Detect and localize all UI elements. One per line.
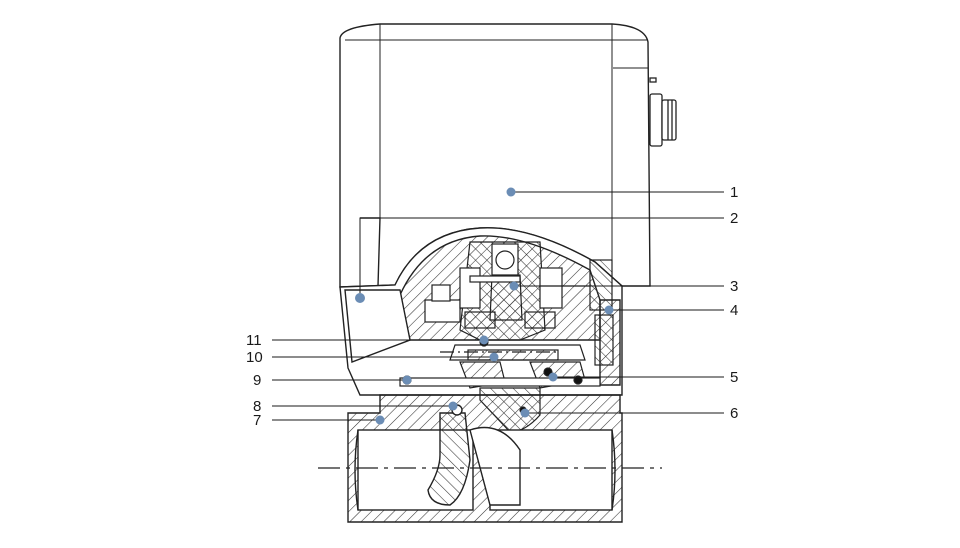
callout-4-marker bbox=[604, 305, 614, 315]
callout-1-label: 1 bbox=[730, 184, 738, 201]
callout-6-marker bbox=[520, 408, 530, 418]
cable-gland bbox=[649, 77, 677, 147]
callout-3: 3 bbox=[509, 278, 738, 295]
callout-7-marker bbox=[375, 415, 385, 425]
callout-5-marker bbox=[548, 372, 558, 382]
callout-11: 11 bbox=[246, 332, 489, 349]
callout-10: 10 bbox=[246, 349, 499, 366]
internal-mechanism bbox=[399, 241, 614, 433]
callout-7-label: 7 bbox=[253, 412, 261, 429]
callout-4: 4 bbox=[604, 302, 738, 319]
callout-5: 5 bbox=[548, 369, 738, 386]
callout-8: 8 bbox=[253, 398, 458, 415]
callout-11-marker bbox=[479, 335, 489, 345]
callout-2: 2 bbox=[355, 210, 738, 303]
callout-9: 9 bbox=[253, 372, 412, 389]
callout-10-label: 10 bbox=[246, 349, 263, 366]
callout-4-label: 4 bbox=[730, 302, 738, 319]
callout-6-label: 6 bbox=[730, 405, 738, 422]
callout-10-marker bbox=[489, 352, 499, 362]
callout-6: 6 bbox=[520, 405, 738, 422]
callout-5-label: 5 bbox=[730, 369, 738, 386]
callout-1: 1 bbox=[506, 184, 738, 201]
callout-3-marker bbox=[509, 281, 519, 291]
callout-3-label: 3 bbox=[730, 278, 738, 295]
callout-8-marker bbox=[448, 401, 458, 411]
callout-9-marker bbox=[402, 375, 412, 385]
callout-2-marker bbox=[355, 293, 365, 303]
callout-7: 7 bbox=[253, 412, 385, 429]
callout-8-label: 8 bbox=[253, 398, 261, 415]
valve-body bbox=[347, 394, 623, 523]
callout-1-marker bbox=[506, 187, 516, 197]
callout-2-label: 2 bbox=[730, 210, 738, 227]
callout-11-label: 11 bbox=[246, 332, 262, 349]
callout-9-label: 9 bbox=[253, 372, 261, 389]
